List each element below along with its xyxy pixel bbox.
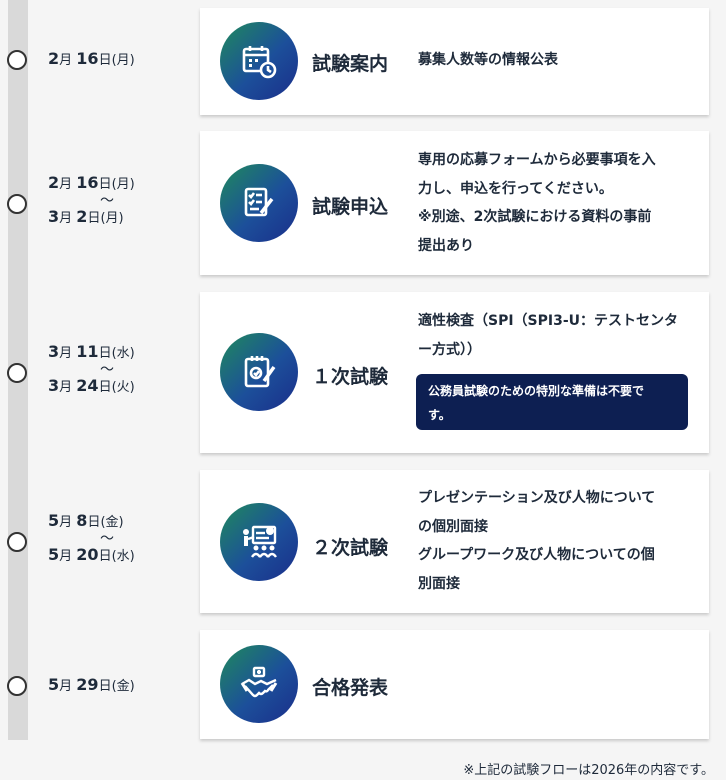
calendar-clock-icon — [220, 22, 298, 100]
step-title: ２次試験 — [312, 537, 389, 559]
timeline-dot — [7, 194, 27, 214]
timeline-dot — [7, 532, 27, 552]
timeline-dot — [7, 363, 27, 383]
footnote: ※上記の試験フローは2026年の内容です。 — [463, 763, 714, 778]
timeline-dot — [7, 50, 27, 70]
step-date-range: 3月 11日(水) ～ 3月 24日(火) — [48, 342, 135, 395]
step-description: 募集人数等の情報公表 — [418, 52, 558, 68]
step-description: 専用の応募フォームから必要事項を入 力し、申込を行ってください。 ※別途、2次試… — [418, 152, 656, 254]
step-title: １次試験 — [312, 366, 389, 388]
step-card: 試験案内 募集人数等の情報公表 — [200, 8, 709, 115]
presentation-icon — [220, 503, 298, 581]
step-title: 合格発表 — [312, 677, 389, 699]
step-card: 合格発表 — [200, 630, 709, 739]
notice-badge: 公務員試験のための特別な準備は不要で す。 — [416, 374, 688, 430]
step-description: プレゼンテーション及び人物について の個別面接 グループワーク及び人物についての… — [418, 490, 656, 592]
clipboard-check-icon — [220, 333, 298, 411]
step-card: ２次試験 プレゼンテーション及び人物について の個別面接 グループワーク及び人物… — [200, 470, 709, 613]
step-title: 試験申込 — [312, 196, 389, 218]
step-date: 5月 29日(金) — [48, 675, 135, 694]
step-date-range: 2月 16日(月) ～ 3月 2日(月) — [48, 173, 135, 226]
step-title: 試験案内 — [312, 53, 389, 75]
handshake-icon — [220, 645, 298, 723]
step-date: 2月 16日(月) — [48, 49, 135, 68]
step-description: 適性検査（SPI（SPI3-U：テストセンタ ー方式）） — [418, 313, 679, 358]
step-date-range: 5月 8日(金) ～ 5月 20日(水) — [48, 511, 135, 564]
step-card: 試験申込 専用の応募フォームから必要事項を入 力し、申込を行ってください。 ※別… — [200, 131, 709, 275]
step-card: １次試験 適性検査（SPI（SPI3-U：テストセンタ ー方式）） 公務員試験の… — [200, 292, 709, 453]
checklist-pen-icon — [220, 164, 298, 242]
timeline-dot — [7, 676, 27, 696]
